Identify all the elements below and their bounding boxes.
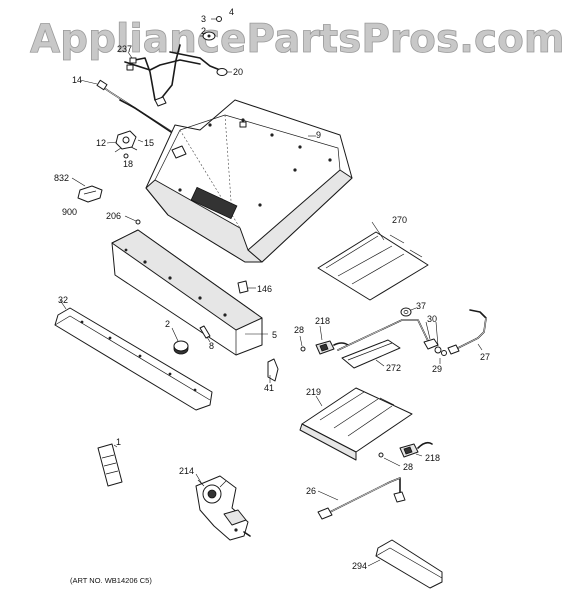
- part-18-screw[interactable]: [123, 153, 129, 159]
- callout-12: 12: [96, 138, 106, 148]
- part-30-orifice-holder[interactable]: [423, 321, 442, 354]
- callout-28-upper: 28: [294, 325, 304, 335]
- callout-labels: 3 4 2 237 20 14 9 12 15 18 832 900 206 2…: [54, 7, 490, 571]
- callout-37: 37: [416, 301, 426, 311]
- callout-219: 219: [306, 387, 321, 397]
- callout-2-knob: 2: [165, 319, 170, 329]
- callout-206: 206: [106, 211, 121, 221]
- part-20-orifice-fitting[interactable]: [216, 68, 232, 76]
- callout-8: 8: [209, 341, 214, 351]
- callout-29: 29: [432, 364, 442, 374]
- callout-20: 20: [233, 67, 243, 77]
- part-8-screw[interactable]: [199, 325, 211, 343]
- part-29-fitting[interactable]: [439, 344, 460, 364]
- callout-30: 30: [427, 314, 437, 324]
- part-5-manifold-panel[interactable]: [111, 229, 268, 356]
- part-2-burner-knob[interactable]: [171, 327, 189, 355]
- part-900-igniter-clip[interactable]: [71, 177, 103, 203]
- part-237-valve-tubing[interactable]: [124, 44, 226, 101]
- part-2-top-knob[interactable]: [200, 31, 216, 41]
- callout-214: 214: [179, 466, 194, 476]
- part-272-tube-bracket[interactable]: [341, 339, 401, 369]
- callout-146: 146: [257, 284, 272, 294]
- callout-294: 294: [352, 561, 367, 571]
- part-28-screw-lower[interactable]: [378, 452, 401, 467]
- part-9-burner-box[interactable]: [145, 99, 353, 263]
- part-294-bottom-trim[interactable]: [367, 539, 443, 589]
- burner-tube-upper: [337, 319, 431, 351]
- callout-26: 26: [306, 486, 316, 496]
- part-28-screw-upper[interactable]: [299, 335, 306, 352]
- callout-5: 5: [272, 330, 277, 340]
- part-206-screw[interactable]: [124, 215, 141, 225]
- tube-bracket: [119, 96, 181, 139]
- art-number: (ART NO. WB14206 C5): [70, 576, 152, 585]
- part-4-screw[interactable]: [211, 16, 222, 22]
- part-27-pipe[interactable]: [457, 309, 487, 351]
- callout-15: 15: [144, 138, 154, 148]
- part-32-trim-strip[interactable]: [54, 299, 213, 411]
- callout-270: 270: [392, 215, 407, 225]
- callout-9: 9: [316, 130, 321, 140]
- part-270-heat-shield[interactable]: [317, 221, 429, 301]
- callout-28-lower: 28: [403, 462, 413, 472]
- callout-237: 237: [117, 44, 132, 54]
- part-218-spark-module-lower[interactable]: [399, 441, 433, 458]
- part-12-15-valve-bracket[interactable]: [106, 130, 144, 153]
- callout-27: 27: [480, 352, 490, 362]
- part-146-clip[interactable]: [237, 280, 256, 294]
- callout-32: 32: [58, 295, 68, 305]
- part-1-literature[interactable]: [97, 443, 123, 487]
- part-219-heat-shield-lower[interactable]: [299, 387, 413, 461]
- callout-1: 1: [116, 437, 121, 447]
- part-214-valve-assembly[interactable]: [195, 473, 251, 541]
- part-37-grommet[interactable]: [400, 307, 417, 317]
- callout-900: 900: [62, 207, 77, 217]
- callout-218-lower: 218: [425, 453, 440, 463]
- part-26-burner-tube-lower[interactable]: [317, 477, 406, 520]
- callout-218-upper: 218: [315, 316, 330, 326]
- part-41-igniter[interactable]: [267, 358, 279, 383]
- callout-14: 14: [72, 75, 82, 85]
- callout-41: 41: [264, 383, 274, 393]
- callout-3: 3: [201, 14, 206, 24]
- part-218-spark-module-upper[interactable]: [315, 325, 349, 355]
- callout-832: 832: [54, 173, 69, 183]
- callout-18: 18: [123, 159, 133, 169]
- callout-4: 4: [229, 7, 234, 17]
- watermark-text: AppliancePartsPros.com: [30, 17, 562, 62]
- callout-272: 272: [386, 363, 401, 373]
- callout-2-top: 2: [201, 26, 206, 36]
